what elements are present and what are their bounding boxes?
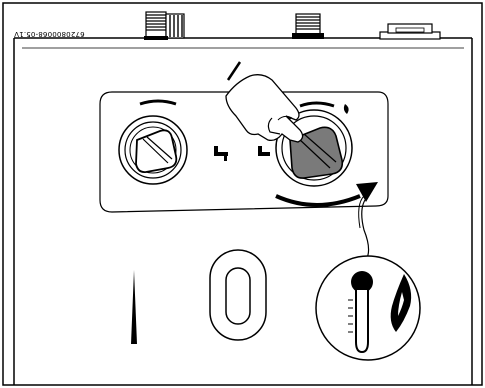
hot-water-tap-icon <box>214 146 228 161</box>
gas-scale-arc <box>299 101 335 108</box>
rotation-arrow <box>275 182 378 207</box>
reference-code: 6720800068-05.1V <box>14 30 85 38</box>
water-scale-arc <box>139 99 177 106</box>
viewing-window <box>209 249 267 341</box>
flame-icon <box>390 274 412 332</box>
appliance-casing <box>13 38 473 385</box>
right-pipe-fitting <box>379 23 441 40</box>
small-tap-icon <box>258 146 270 156</box>
callout-leader-inner <box>358 195 365 229</box>
indicator-sliver <box>131 270 137 344</box>
water-temperature-knob[interactable] <box>118 115 188 185</box>
hand-icon <box>225 61 304 143</box>
center-pipe-fitting <box>292 13 324 39</box>
left-pipe-fitting <box>144 11 185 40</box>
small-flame-icon <box>343 104 349 114</box>
temperature-thermometer-icon <box>348 271 373 354</box>
callout-leader <box>361 195 370 261</box>
